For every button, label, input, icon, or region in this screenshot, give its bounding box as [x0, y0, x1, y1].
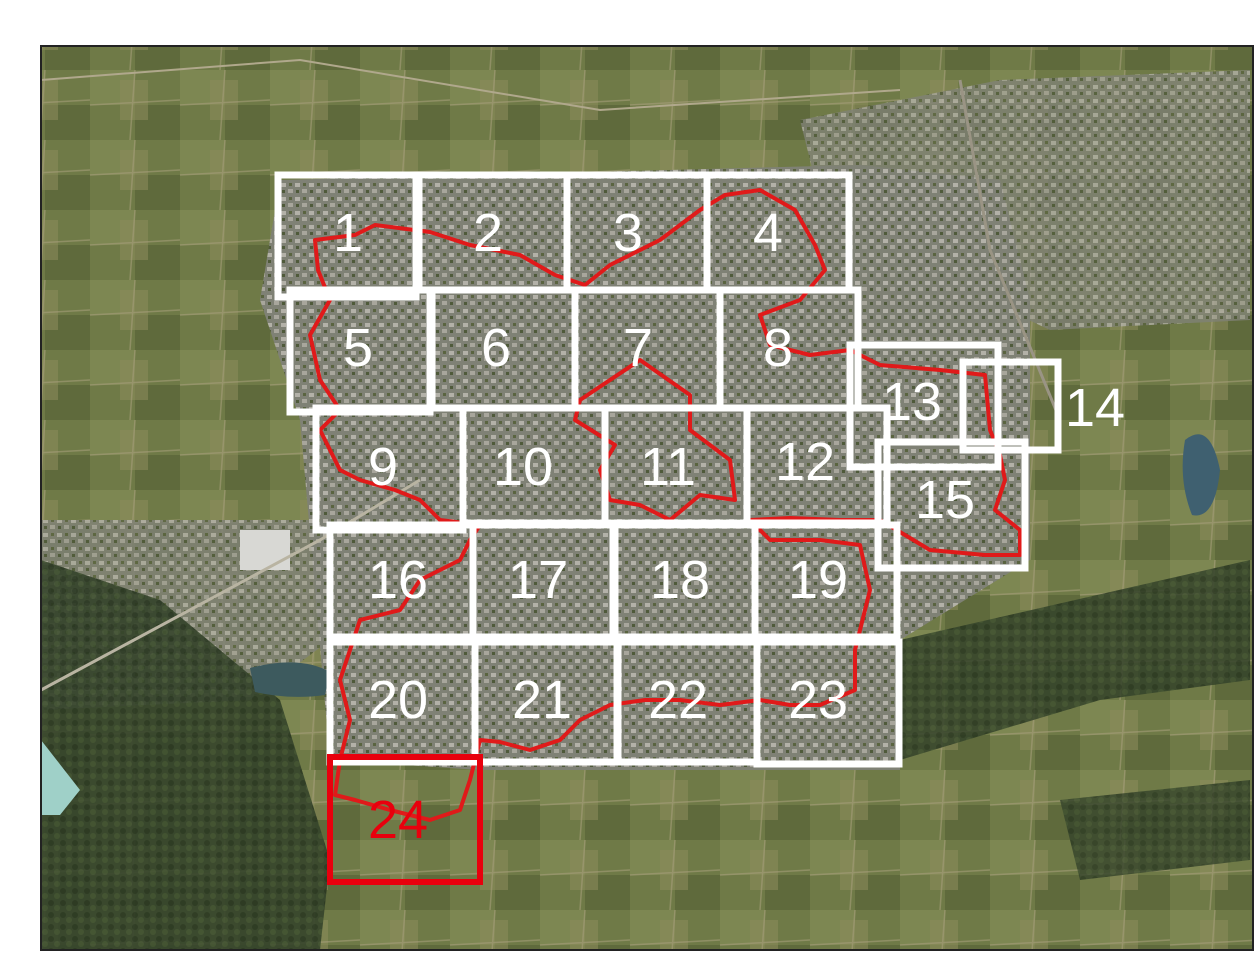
tile-17-label: 17: [508, 550, 568, 610]
tile-20-label: 20: [368, 670, 428, 730]
tile-18[interactable]: 18: [611, 521, 759, 641]
tile-19-label: 19: [788, 550, 848, 610]
forest-east: [1060, 780, 1250, 880]
tile-6-label: 6: [481, 318, 511, 378]
tile-15-border[interactable]: [874, 438, 1029, 572]
tile-3-label: 3: [613, 203, 643, 263]
tile-16[interactable]: 16: [326, 521, 477, 641]
lake-east: [1182, 434, 1220, 516]
tile-15-label: 15: [915, 470, 975, 530]
tile-10-label: 10: [493, 437, 553, 497]
tile-13-border[interactable]: [846, 341, 1002, 471]
forest-southeast: [900, 560, 1250, 760]
tile-14[interactable]: 14: [959, 358, 1125, 454]
tile-23-border[interactable]: [753, 638, 903, 768]
tile-24-label: 24: [368, 790, 428, 850]
tile-7-label: 7: [623, 318, 653, 378]
tile-8-label: 8: [763, 318, 793, 378]
tile-9-label: 9: [368, 437, 398, 497]
tile-11-label: 11: [640, 437, 696, 497]
tile-14-border[interactable]: [959, 358, 1062, 454]
aerial-imagery: [41, 46, 1253, 950]
tile-23[interactable]: 23: [753, 638, 903, 768]
tile-22-label: 22: [648, 670, 708, 730]
tile-21-label: 21: [512, 670, 572, 730]
industrial-area-north: [800, 70, 1250, 330]
tile-2-label: 2: [473, 203, 503, 263]
tile-5-label: 5: [343, 318, 373, 378]
inner-district-boundary: [573, 358, 737, 522]
urban-area: [260, 165, 1030, 770]
tile-4[interactable]: 4: [703, 171, 853, 294]
tile-19-border[interactable]: [751, 521, 901, 641]
tile-19[interactable]: 19: [751, 521, 901, 641]
tile-13[interactable]: 13: [846, 341, 1002, 471]
tile-22[interactable]: 22: [613, 638, 761, 766]
lake-west: [250, 662, 330, 697]
tile-18-label: 18: [650, 550, 710, 610]
tile-4-label: 4: [753, 203, 783, 263]
tile-24-border[interactable]: [327, 754, 483, 885]
tile-13-label: 13: [882, 372, 942, 432]
industrial-building: [240, 530, 290, 570]
highway: [41, 478, 421, 692]
map-frame: [40, 45, 1254, 951]
lake-southwest: [41, 740, 80, 815]
tile-24[interactable]: 24: [327, 754, 483, 885]
tile-15[interactable]: 15: [874, 438, 1029, 572]
tile-16-label: 16: [368, 550, 428, 610]
tile-1-label: 1: [333, 203, 363, 263]
road-north: [41, 58, 901, 112]
tile-12-label: 12: [775, 432, 835, 492]
tile-23-label: 23: [788, 670, 848, 730]
tile-9[interactable]: 9: [312, 404, 467, 534]
tile-14-label: 14: [1065, 378, 1125, 438]
forest-southwest: [41, 560, 330, 950]
